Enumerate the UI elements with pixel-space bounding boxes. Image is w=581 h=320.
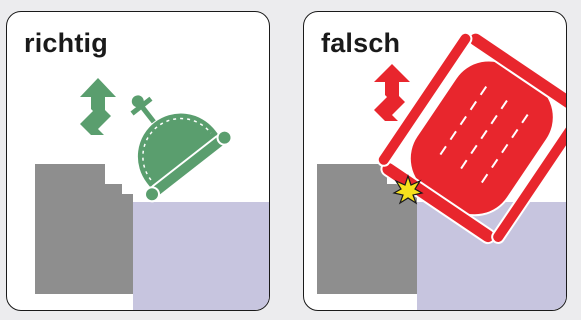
pool-wall bbox=[35, 164, 133, 294]
water bbox=[133, 202, 270, 311]
robot-icon bbox=[92, 64, 234, 204]
panel-correct: richtig bbox=[6, 11, 270, 311]
wrong-illustration bbox=[304, 12, 567, 311]
arrow-icon bbox=[80, 78, 116, 166]
panel-wrong: falsch bbox=[303, 11, 567, 311]
correct-illustration bbox=[7, 12, 270, 311]
arrow-icon bbox=[374, 64, 410, 121]
water bbox=[417, 202, 567, 311]
